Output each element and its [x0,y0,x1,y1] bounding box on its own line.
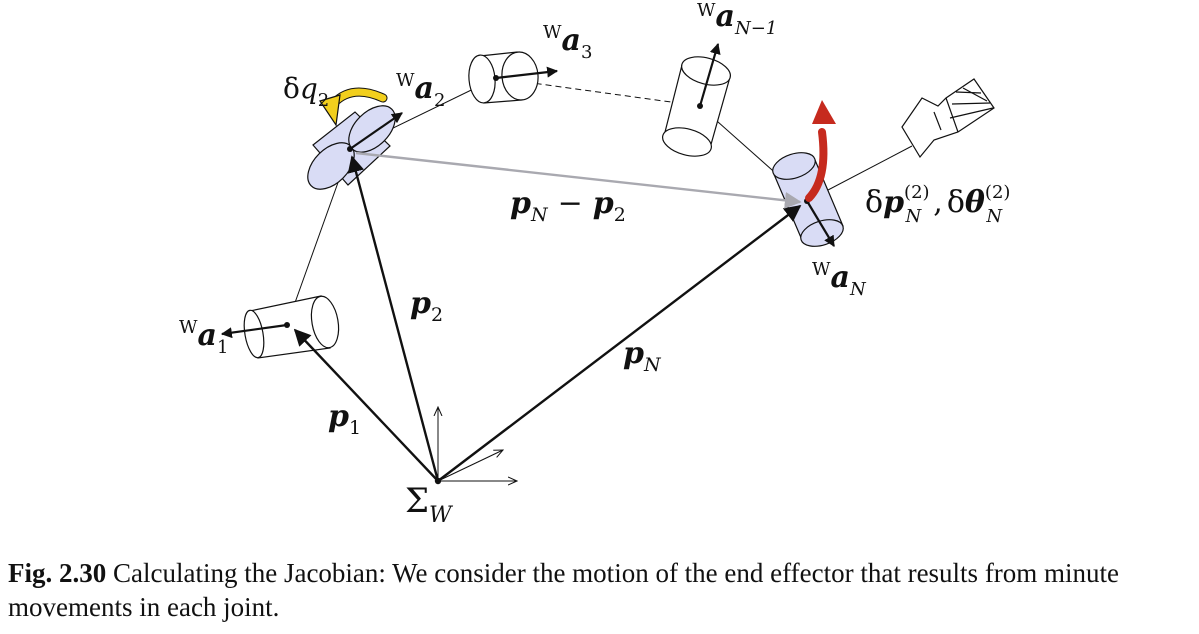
label-pN-minus-p2: pN−p2 [510,186,626,226]
label-a1: Wa1 [179,317,228,358]
label-dq2: δq2 [283,72,329,111]
vector-p2 [347,155,440,482]
caption-label: Fig. 2.30 [8,558,107,588]
label-aN-minus-1: WaN−1 [697,0,777,39]
label-a2: Wa2 [396,70,445,111]
vector-pN [437,204,802,482]
vector-p1 [293,328,439,482]
end-effector-gripper [901,78,995,159]
caption-text: Calculating the Jacobian: We consider th… [8,558,1120,622]
label-p1: p1 [328,399,361,439]
label-pN: pN [623,336,662,376]
joint-n-minus-1 [662,42,731,157]
rotation-arrow-q2 [319,87,388,127]
joint-1 [220,295,340,359]
vector-pN-minus-p2 [355,151,802,209]
joint-3 [468,51,559,104]
rotation-arrow-end [805,100,836,202]
jacobian-diagram: ΣW p1 p2 pN pN−p2 Wa1 Wa2 Wa3 WaN−1 WaN … [179,0,1010,528]
label-a3: Wa3 [543,22,592,63]
label-dp-dtheta: δp(2)N,δθ(2)N [865,182,1010,227]
label-sigma-w: ΣW [405,481,454,528]
position-vectors [293,151,802,482]
label-p2: p2 [410,286,443,326]
label-aN: WaN [812,259,867,300]
joint-2 [307,105,403,190]
figure-caption: Fig. 2.30 Calculating the Jacobian: We c… [8,556,1193,624]
